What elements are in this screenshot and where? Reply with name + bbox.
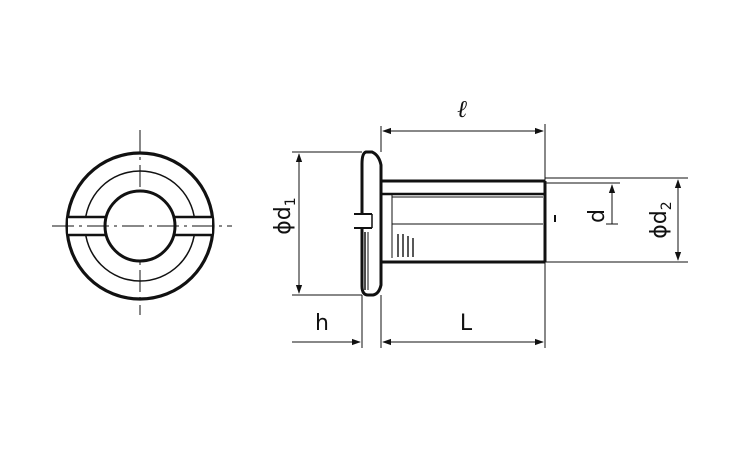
side-view: [292, 124, 688, 348]
label-phi-d1-prefix: ϕd: [271, 206, 296, 234]
label-phi-d1: ϕd1: [271, 197, 299, 234]
label-phi-d2-sub: 2: [659, 201, 675, 210]
head-slot-notch: [354, 214, 372, 228]
label-l: ℓ: [457, 95, 467, 123]
label-L: L: [460, 311, 473, 336]
label-phi-d2: ϕd2: [647, 201, 675, 238]
label-d: d: [585, 209, 610, 223]
label-phi-d1-sub: 1: [283, 197, 299, 206]
label-h: h: [315, 311, 329, 336]
thread-marks: [397, 234, 414, 257]
label-phi-d2-prefix: ϕd: [647, 210, 672, 238]
end-view: [52, 130, 232, 315]
